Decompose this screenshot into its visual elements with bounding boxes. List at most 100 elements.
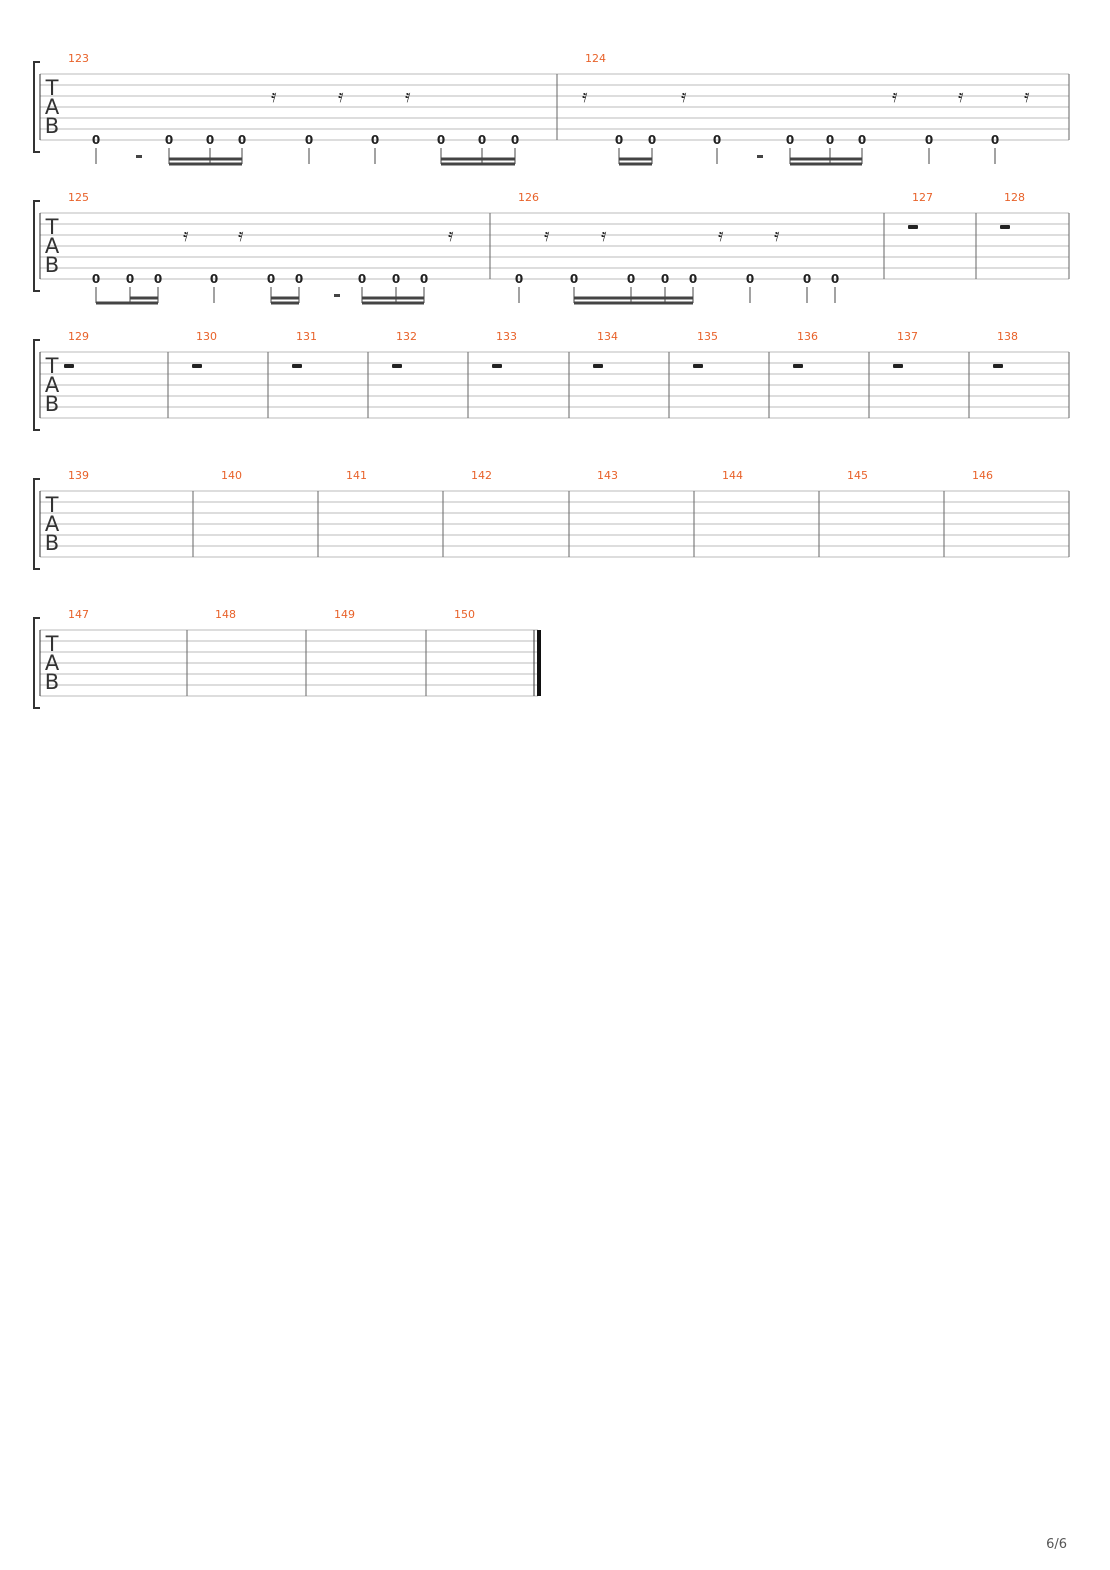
fret-number: 0 <box>786 133 794 147</box>
fret-number: 0 <box>206 133 214 147</box>
fret-number: 0 <box>92 272 100 286</box>
tab-clef-letter: A <box>45 234 60 258</box>
measure-number: 123 <box>68 52 89 65</box>
measure-number: 131 <box>296 330 317 343</box>
fret-number: 0 <box>238 133 246 147</box>
measure-number: 134 <box>597 330 618 343</box>
fret-number: 0 <box>154 272 162 286</box>
whole-rest <box>793 364 803 368</box>
fret-number: 0 <box>858 133 866 147</box>
whole-rest <box>593 364 603 368</box>
whole-rest <box>292 364 302 368</box>
tab-clef-letter: A <box>45 651 60 675</box>
eighth-rest-small <box>136 155 142 158</box>
fret-number: 0 <box>627 272 635 286</box>
sixteenth-rest: 𝄿 <box>774 225 780 246</box>
measure-number: 130 <box>196 330 217 343</box>
measure-number: 146 <box>972 469 993 482</box>
tab-clef-letter: B <box>45 392 59 416</box>
fret-number: 0 <box>515 272 523 286</box>
fret-number: 0 <box>165 133 173 147</box>
sixteenth-rest: 𝄿 <box>183 225 189 246</box>
sixteenth-rest: 𝄿 <box>544 225 550 246</box>
tab-clef-letter: T <box>45 493 59 517</box>
measure-number: 141 <box>346 469 367 482</box>
fret-number: 0 <box>826 133 834 147</box>
system-bracket <box>33 478 40 570</box>
fret-number: 0 <box>371 133 379 147</box>
sixteenth-rest: 𝄿 <box>271 86 277 107</box>
fret-number: 0 <box>392 272 400 286</box>
fret-number: 0 <box>358 272 366 286</box>
measure-number: 126 <box>518 191 539 204</box>
fret-number: 0 <box>570 272 578 286</box>
fret-number: 0 <box>437 133 445 147</box>
tab-clef-letter: A <box>45 512 60 536</box>
measure-number: 136 <box>797 330 818 343</box>
fret-number: 0 <box>615 133 623 147</box>
measure-number: 135 <box>697 330 718 343</box>
sixteenth-rest: 𝄿 <box>448 225 454 246</box>
sixteenth-rest: 𝄿 <box>601 225 607 246</box>
tab-clef-letter: B <box>45 253 59 277</box>
fret-number: 0 <box>267 272 275 286</box>
fret-number: 0 <box>661 272 669 286</box>
system-bracket <box>33 200 40 292</box>
whole-rest <box>492 364 502 368</box>
fret-number: 0 <box>713 133 721 147</box>
tab-clef-letter: T <box>45 354 59 378</box>
measure-number: 133 <box>496 330 517 343</box>
measure-number: 138 <box>997 330 1018 343</box>
measure-number: 129 <box>68 330 89 343</box>
measure-number: 128 <box>1004 191 1025 204</box>
whole-rest <box>64 364 74 368</box>
eighth-rest-small <box>334 294 340 297</box>
sixteenth-rest: 𝄿 <box>1024 86 1030 107</box>
fret-number: 0 <box>511 133 519 147</box>
page-number: 6/6 <box>1046 1537 1067 1552</box>
eighth-rest-small <box>757 155 763 158</box>
fret-number: 0 <box>689 272 697 286</box>
fret-number: 0 <box>746 272 754 286</box>
fret-number: 0 <box>92 133 100 147</box>
fret-number: 0 <box>991 133 999 147</box>
fret-number: 0 <box>648 133 656 147</box>
whole-rest <box>192 364 202 368</box>
tab-clef-letter: T <box>45 76 59 100</box>
whole-rest <box>993 364 1003 368</box>
system-bracket <box>33 617 40 709</box>
whole-rest <box>693 364 703 368</box>
measure-number: 144 <box>722 469 743 482</box>
system-bracket <box>33 339 40 431</box>
measure-number: 143 <box>597 469 618 482</box>
measure-number: 142 <box>471 469 492 482</box>
measure-number: 147 <box>68 608 89 621</box>
sixteenth-rest: 𝄿 <box>582 86 588 107</box>
measure-number: 132 <box>396 330 417 343</box>
measure-number: 140 <box>221 469 242 482</box>
fret-number: 0 <box>831 272 839 286</box>
tab-clef-letter: A <box>45 373 60 397</box>
sixteenth-rest: 𝄿 <box>718 225 724 246</box>
tab-clef-letter: T <box>45 215 59 239</box>
system-bracket <box>33 61 40 153</box>
measure-number: 145 <box>847 469 868 482</box>
fret-number: 0 <box>210 272 218 286</box>
measure-number: 149 <box>334 608 355 621</box>
sixteenth-rest: 𝄿 <box>338 86 344 107</box>
tab-clef-letter: T <box>45 632 59 656</box>
fret-number: 0 <box>295 272 303 286</box>
whole-rest <box>908 225 918 229</box>
sixteenth-rest: 𝄿 <box>892 86 898 107</box>
fret-number: 0 <box>126 272 134 286</box>
fret-number: 0 <box>925 133 933 147</box>
sixteenth-rest: 𝄿 <box>681 86 687 107</box>
tab-clef-letter: A <box>45 95 60 119</box>
measure-number: 137 <box>897 330 918 343</box>
measure-number: 150 <box>454 608 475 621</box>
fret-number: 0 <box>803 272 811 286</box>
measure-number: 124 <box>585 52 606 65</box>
fret-number: 0 <box>478 133 486 147</box>
sixteenth-rest: 𝄿 <box>405 86 411 107</box>
